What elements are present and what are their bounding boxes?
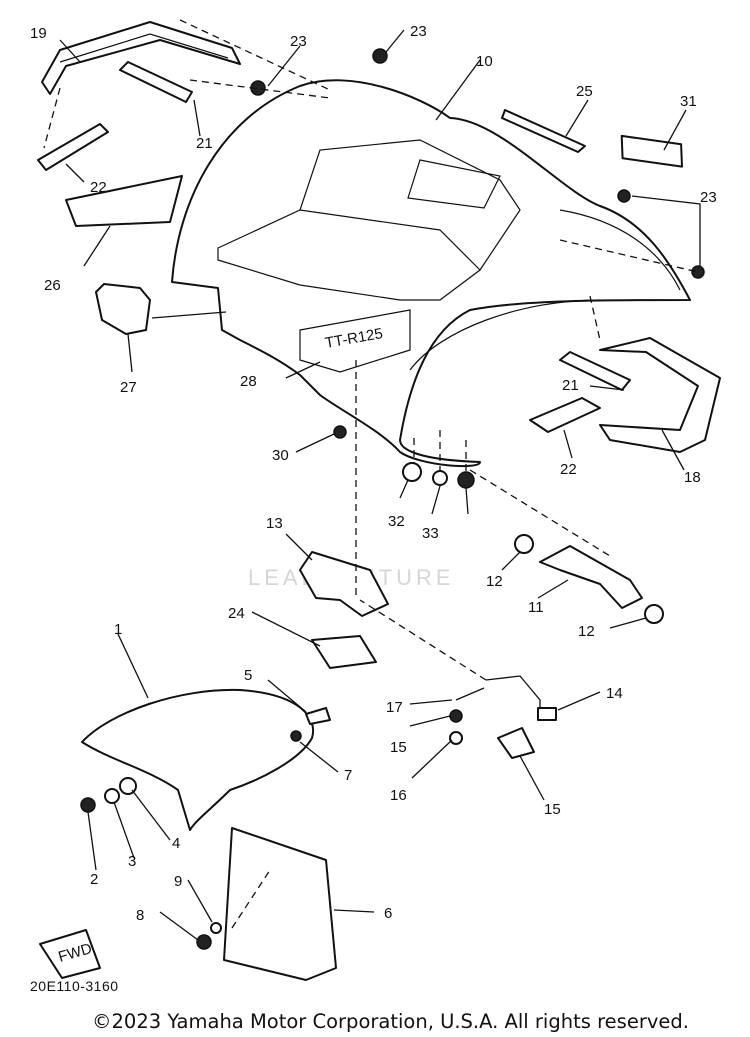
part-31-collar	[402, 462, 422, 482]
callout-24: 24	[228, 605, 245, 622]
part-32-washer	[432, 470, 448, 486]
diagram-code: 20E110-3160	[30, 978, 119, 994]
callout-29: 31	[680, 93, 697, 110]
part-6-mudflap	[223, 827, 337, 981]
callout-12-a: 12	[486, 573, 503, 590]
callout-23-a: 23	[290, 33, 307, 50]
callout-28: 25	[576, 83, 593, 100]
callout-22-b: 22	[560, 461, 577, 478]
part-30-bolt	[333, 425, 347, 439]
callout-19: 18	[684, 469, 701, 486]
part-25-tail-light	[95, 283, 151, 335]
part-15-bracket	[497, 727, 535, 759]
part-29-pad	[620, 134, 683, 168]
callout-16: 15	[390, 739, 407, 756]
copyright-notice: ©2023 Yamaha Motor Corporation, U.S.A. A…	[92, 1010, 689, 1033]
callout-32: 33	[422, 525, 439, 542]
part-18-bolt	[455, 687, 485, 701]
part-1-fender	[81, 688, 315, 831]
part-3-washer	[104, 788, 120, 804]
part-17-washer	[449, 731, 463, 745]
callout-12-b: 12	[578, 623, 595, 640]
part-14-connector	[537, 707, 557, 721]
part-21-plate-lower	[559, 351, 631, 391]
callout-27: 26	[44, 277, 61, 294]
callout-30: 30	[272, 447, 289, 464]
part-24-plate	[311, 635, 377, 669]
callout-18: 17	[386, 699, 403, 716]
callout-4: 4	[172, 835, 180, 852]
callout-17: 16	[390, 787, 407, 804]
callout-23-c: 23	[700, 189, 717, 206]
callout-3: 3	[128, 853, 136, 870]
part-11-bracket	[539, 545, 643, 609]
part-10-rear-fender	[171, 79, 691, 468]
callout-21-b: 21	[562, 377, 579, 394]
leader-lines	[43, 19, 701, 941]
callout-21-a: 21	[196, 135, 213, 152]
callout-20: 19	[30, 25, 47, 42]
part-28-strip	[501, 109, 586, 153]
part-22-plate-lower	[529, 397, 601, 433]
callout-11: 11	[528, 599, 544, 616]
callout-13: 13	[266, 515, 283, 532]
callout-15: 15	[544, 801, 561, 818]
part-13-bracket	[299, 551, 389, 617]
part-23-bolt-d	[691, 265, 705, 279]
part-20-side-rail	[41, 21, 241, 95]
fwd-arrow-icon: FWD	[39, 929, 101, 979]
callout-8: 8	[136, 907, 144, 924]
callout-5: 5	[244, 667, 252, 684]
callout-10: 10	[476, 53, 493, 70]
part-12-collar-a	[514, 534, 534, 554]
callout-1: 1	[114, 621, 122, 638]
callout-22-a: 22	[90, 179, 107, 196]
part-23-bolt-b	[372, 48, 388, 64]
part-9-washer	[210, 922, 222, 934]
part-12-collar-b	[644, 604, 664, 624]
callout-7: 7	[344, 767, 352, 784]
callout-23-b: 23	[410, 23, 427, 40]
callout-14: 14	[606, 685, 623, 702]
part-33-nut	[457, 471, 475, 489]
callouts: 19 23 23 10 25 31 21 22 23 26 27 28 21 3…	[30, 23, 717, 924]
callout-6: 6	[384, 905, 392, 922]
part-27-decal	[65, 175, 183, 227]
callout-26: 28	[240, 373, 257, 390]
part-19-side-rail-right	[599, 337, 721, 453]
part-14-lead-wire	[485, 675, 541, 720]
part-21-plate-upper	[119, 61, 193, 103]
callout-2: 2	[90, 871, 98, 888]
callout-9: 9	[174, 873, 182, 890]
part-8-nut	[196, 934, 212, 950]
part-16-nut	[449, 709, 463, 723]
callout-25: 27	[120, 379, 137, 396]
callout-31: 32	[388, 513, 405, 530]
part-23-bolt-c	[617, 189, 631, 203]
part-7-bolt	[290, 730, 302, 742]
part-5-collar	[305, 707, 331, 725]
part-22-plate-upper	[37, 123, 109, 171]
part-2-nut	[80, 797, 96, 813]
